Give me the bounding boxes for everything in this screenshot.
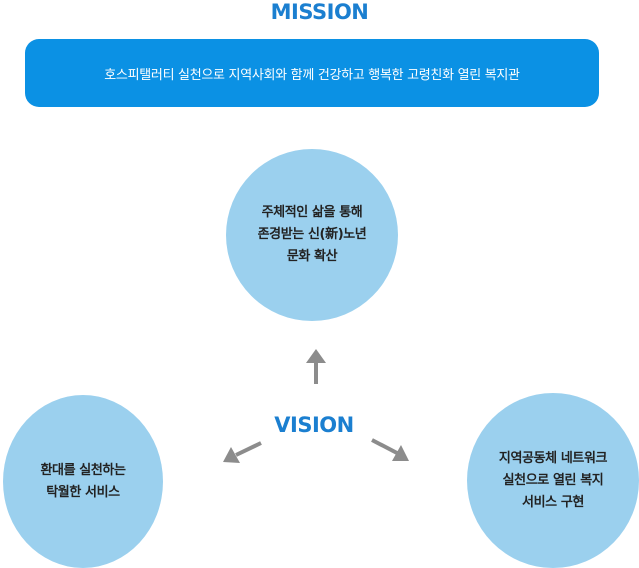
arrow-down-left-icon [223, 441, 262, 463]
arrow-up-icon [306, 349, 326, 384]
vision-goal-circle-right: 지역공동체 네트워크 실천으로 열린 복지 서비스 구현 [467, 393, 639, 568]
mission-statement-text: 호스피탤러티 실천으로 지역사회와 함께 건강하고 행복한 고령친화 열린 복지… [104, 67, 520, 83]
vision-goal-right-line-3: 서비스 구현 [522, 494, 584, 510]
vision-goal-top-line-2: 존경받는 신(新)노년 [257, 227, 367, 242]
vision-goal-circle-left: 환대를 실천하는 탁월한 서비스 [3, 395, 163, 568]
vision-goal-right-line-1: 지역공동체 네트워크 [498, 450, 608, 466]
vision-goal-left-line-2: 탁월한 서비스 [46, 484, 120, 500]
vision-goal-top-line-3: 문화 확산 [286, 249, 338, 264]
vision-goal-circle-top: 주체적인 삶을 통해 존경받는 신(新)노년 문화 확산 [226, 149, 398, 321]
vision-goal-left-line-1: 환대를 실천하는 [40, 462, 126, 478]
vision-title: VISION [274, 413, 354, 437]
mission-title: MISSION [270, 0, 369, 24]
vision-goal-right-line-2: 실천으로 열린 복지 [502, 472, 604, 488]
vision-goal-top-line-1: 주체적인 삶을 통해 [261, 205, 363, 220]
arrow-down-right-icon [371, 438, 409, 461]
mission-statement-box: 호스피탤러티 실천으로 지역사회와 함께 건강하고 행복한 고령친화 열린 복지… [25, 39, 599, 107]
